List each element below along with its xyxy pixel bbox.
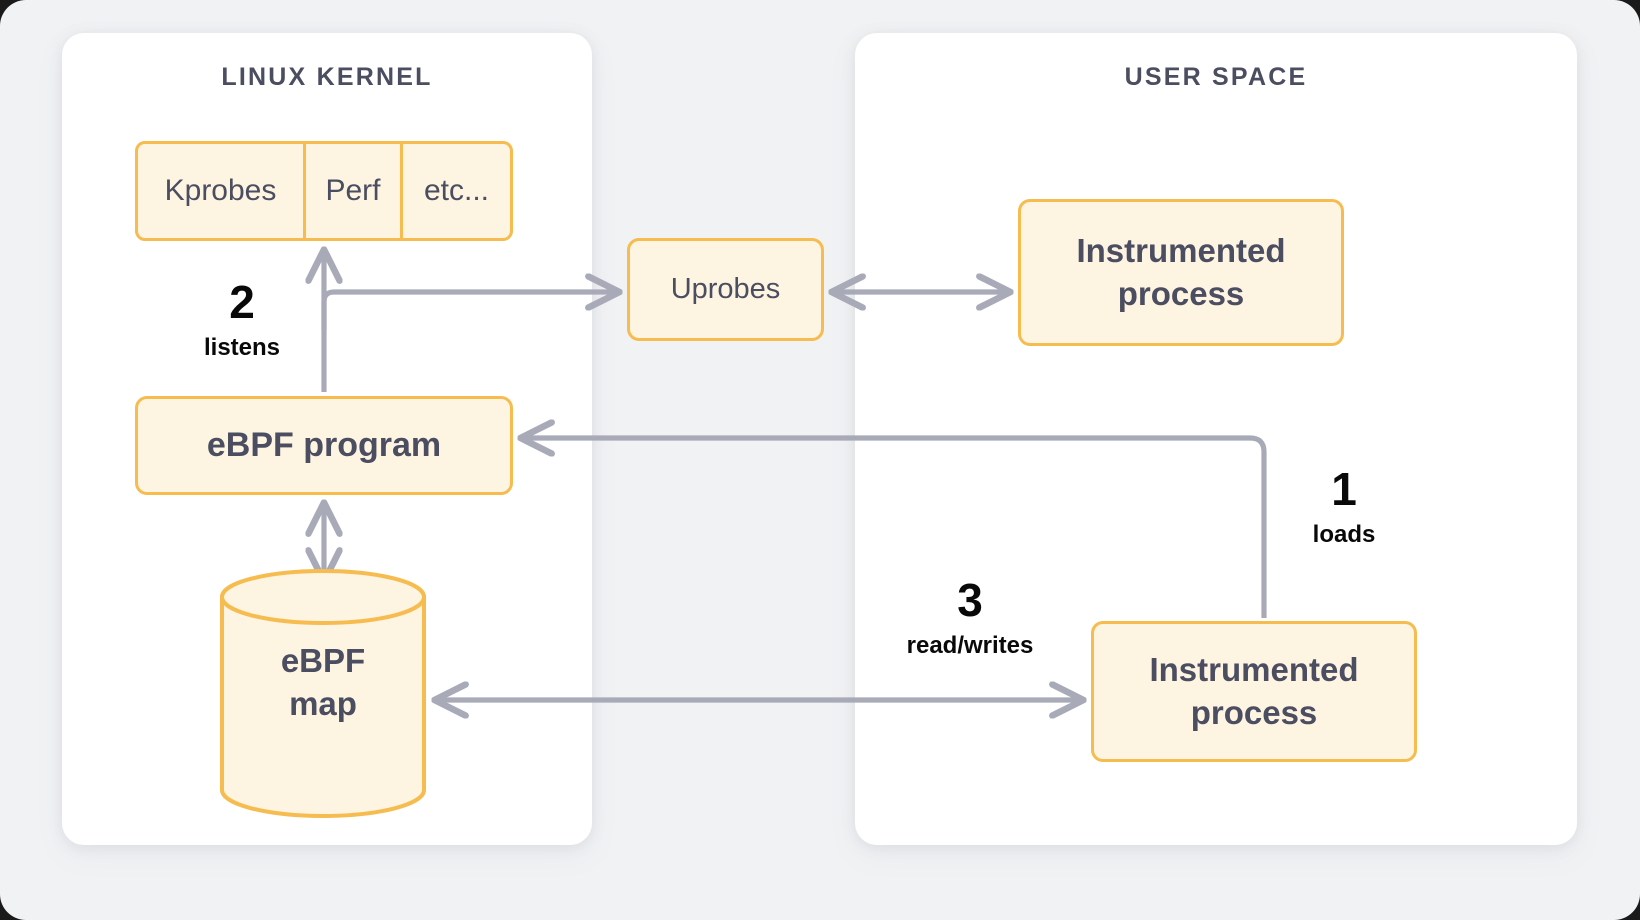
step-1-number: 1 [1331, 463, 1357, 515]
ebpf-map-label: eBPF map [222, 640, 424, 726]
step-marker-2: 2 listens [186, 279, 298, 362]
step-3-label: read/writes [906, 632, 1034, 659]
probe-cell-perf[interactable]: Perf [303, 144, 400, 238]
panel-title-user-space: USER SPACE [1124, 63, 1308, 91]
node-uprobes[interactable]: Uprobes [627, 238, 824, 341]
process-top-line1: Instrumented [1076, 231, 1286, 269]
step-2-label: listens [203, 334, 281, 361]
process-bottom-line1: Instrumented [1149, 650, 1359, 688]
node-instrumented-process-top[interactable]: Instrumented process [1018, 199, 1344, 346]
node-kernel-probes[interactable]: Kprobes Perf etc... [135, 141, 513, 241]
ebpf-map-line1: eBPF [280, 642, 366, 679]
node-ebpf-program[interactable]: eBPF program [135, 396, 513, 495]
step-3-number: 3 [957, 574, 983, 626]
panel-title-linux-kernel: LINUX KERNEL [221, 63, 433, 91]
node-instrumented-process-bottom[interactable]: Instrumented process [1091, 621, 1417, 762]
ebpf-map-line2: map [289, 684, 357, 722]
step-1-label: loads [1312, 521, 1376, 548]
probe-cell-kprobes[interactable]: Kprobes [164, 174, 277, 207]
process-top-line2: process [1117, 274, 1245, 312]
process-bottom-line2: process [1190, 693, 1318, 731]
step-marker-3: 3 read/writes [882, 577, 1058, 660]
step-marker-1: 1 loads [1288, 466, 1400, 549]
step-2-number: 2 [229, 276, 255, 328]
probe-cell-etc[interactable]: etc... [400, 144, 510, 238]
